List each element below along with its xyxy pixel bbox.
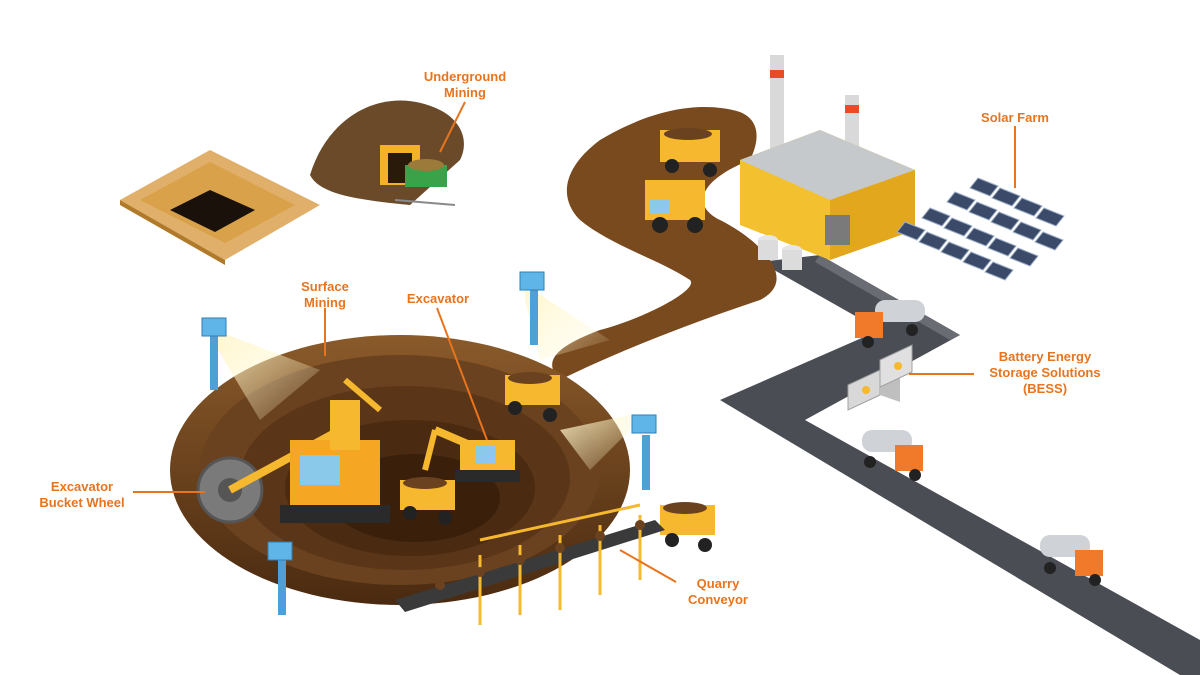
tanker-truck	[862, 430, 923, 481]
label-bess: Battery Energy Storage Solutions (BESS)	[989, 349, 1101, 396]
label-underground-mining: Underground Mining	[423, 69, 507, 100]
callout-lines	[133, 101, 1016, 583]
underground-cross-section	[120, 150, 320, 265]
floodlight-beams	[215, 285, 635, 470]
processing-plant	[740, 55, 915, 270]
underground-mine-entrance	[310, 100, 464, 206]
solar-farm	[896, 177, 1065, 281]
floodlight-tower	[267, 541, 293, 615]
quarry-conveyor	[395, 503, 665, 625]
floodlight-tower	[631, 414, 657, 490]
dump-truck	[505, 372, 560, 422]
label-excavator-bucket-wheel: Excavator Bucket Wheel	[39, 479, 125, 510]
dump-truck	[400, 477, 455, 525]
label-quarry-conveyor: Quarry Conveyor	[688, 576, 748, 607]
label-solar-farm: Solar Farm	[981, 110, 1049, 125]
dirt-haul-path	[552, 107, 777, 380]
label-excavator: Excavator	[406, 291, 470, 306]
floodlight-tower	[519, 271, 545, 345]
tanker-truck	[855, 300, 925, 348]
dump-truck	[645, 180, 705, 233]
hydraulic-excavator	[422, 426, 520, 482]
dump-truck	[660, 128, 720, 177]
bucket-wheel-excavator	[196, 377, 390, 524]
haul-road	[720, 255, 1200, 675]
tanker-truck	[1040, 535, 1103, 586]
dump-truck	[660, 502, 715, 552]
floodlight-tower	[201, 317, 227, 390]
bess-units	[847, 344, 913, 411]
label-surface-mining: Surface Mining	[301, 279, 349, 310]
